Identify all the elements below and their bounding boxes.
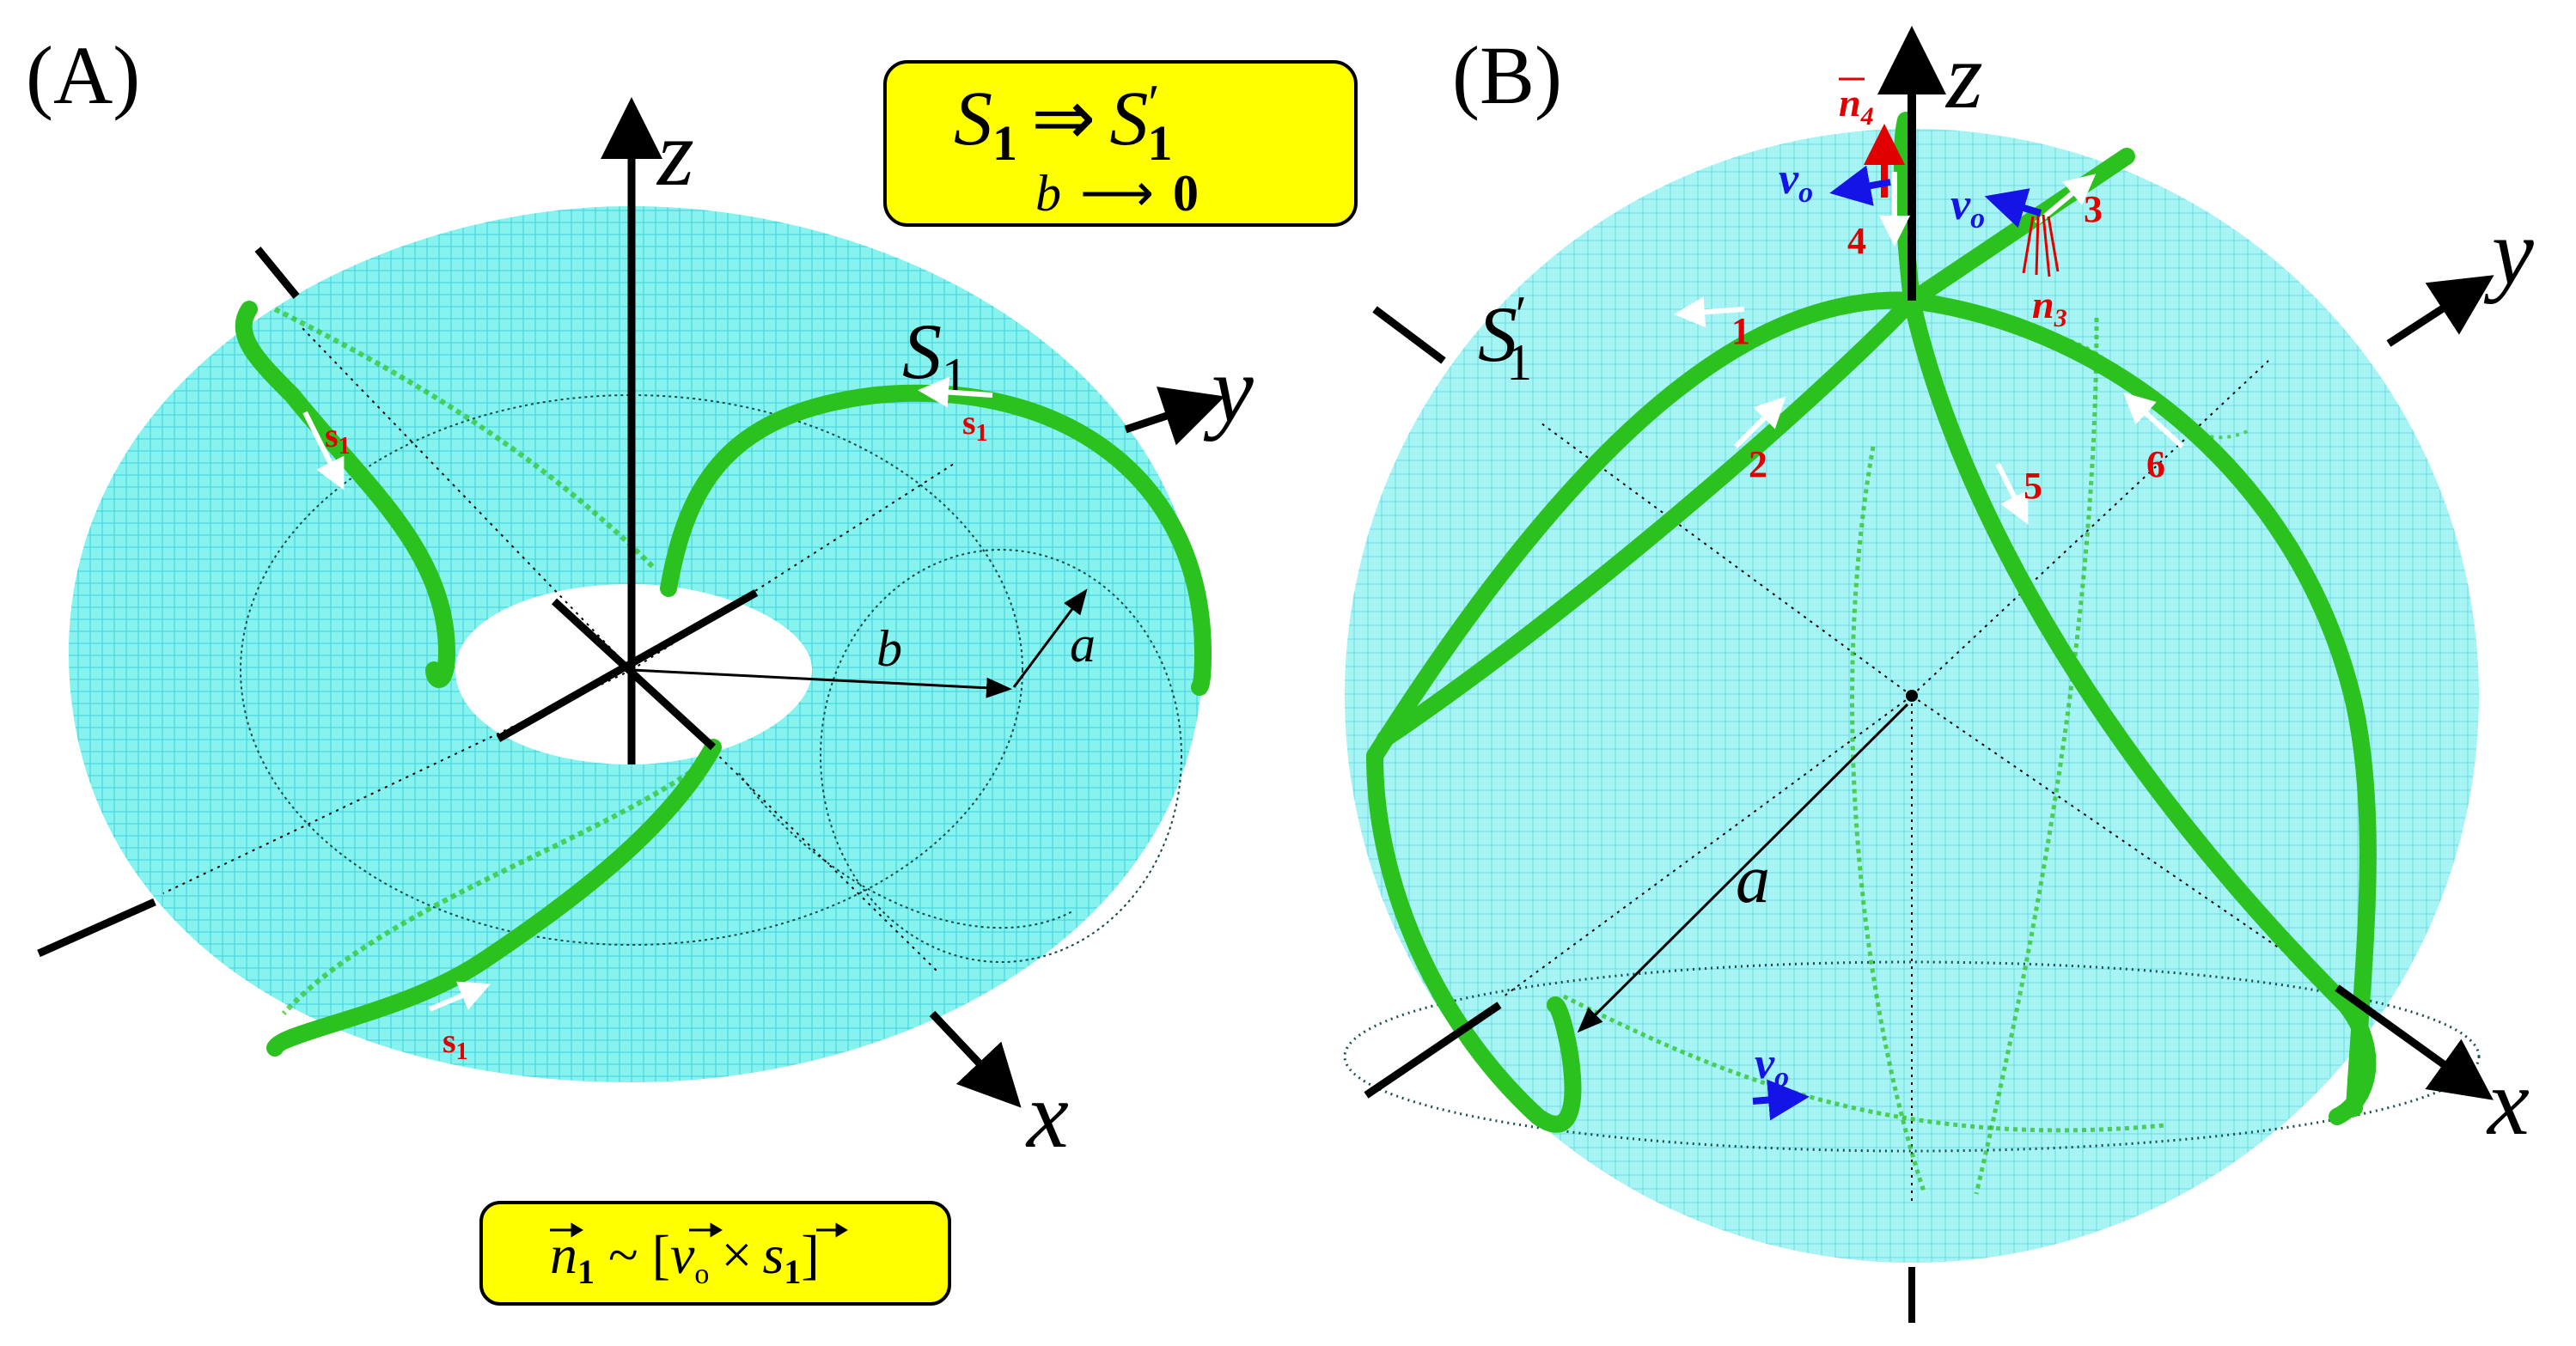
transform-box: S1⇒S′1 b⟶0 xyxy=(883,60,1358,227)
b-z-axis-label: z xyxy=(1944,23,1983,128)
segment-number-4: 4 xyxy=(1847,220,1866,262)
sphere-curve-back-3 xyxy=(1562,994,2166,1133)
normal-relation-text: n1~[vo×s1] xyxy=(550,1224,820,1291)
panel-b-label: (B) xyxy=(1452,29,1562,121)
panel-a-label: (A) xyxy=(26,29,140,121)
segment-number-6: 6 xyxy=(2146,443,2165,485)
z-axis-label: z xyxy=(656,100,694,205)
neg-x-axis-hidden xyxy=(300,326,632,671)
curve-s1-2 xyxy=(660,384,1212,696)
curve-s1-back xyxy=(273,307,656,569)
y-axis-label: y xyxy=(1203,337,1254,442)
curve-s1-back-2 xyxy=(281,753,715,1016)
sphere-curve-seg-5 xyxy=(1903,292,2377,1125)
sphere-curve-seg-1 xyxy=(1366,291,1920,764)
spin-label-1: s1 xyxy=(325,416,351,460)
panel-b: (B) z y xyxy=(1343,23,2534,1323)
velocity-arrow-2 xyxy=(1984,188,2042,228)
velocity-label-3: vo xyxy=(1755,1039,1789,1093)
spin-arrow-2 xyxy=(918,376,993,408)
x-axis-label: x xyxy=(1025,1063,1069,1167)
radius-a-label: a xyxy=(1070,616,1096,673)
spin-label-3: s1 xyxy=(443,1021,468,1065)
torus-center-circle xyxy=(240,394,1023,946)
segment-number-1: 1 xyxy=(1731,310,1750,352)
b-y-axis xyxy=(2386,275,2494,347)
normal-label-4: n4 xyxy=(1839,81,1874,131)
sphere-radius-a xyxy=(1577,703,1909,1033)
radius-b-label: b xyxy=(876,620,902,677)
sphere-curve-seg-6 xyxy=(1903,292,2377,1117)
spin-arrow-3 xyxy=(428,981,491,1012)
sphere-curve-seg-2 xyxy=(1377,292,1920,747)
y-axis xyxy=(1124,387,1225,446)
flow-arrow-5 xyxy=(1995,462,2029,525)
segment-number-5: 5 xyxy=(2024,465,2042,507)
torus-inner-guide xyxy=(738,772,1075,929)
flow-arrow-6 xyxy=(2123,392,2185,449)
b-y-axis-label: y xyxy=(2483,199,2534,304)
b-x-axis xyxy=(2335,984,2494,1100)
b-neg-x-stub xyxy=(1372,306,1446,364)
sphere-curve-label: S′1 xyxy=(1478,286,1532,391)
curve-s1-3 xyxy=(266,739,722,1057)
transform-line-1: S1⇒S′1 xyxy=(954,75,1173,171)
radius-b xyxy=(631,668,1012,698)
radius-a xyxy=(1012,588,1088,688)
sphere-curve-seg-7 xyxy=(1366,747,1582,1133)
velocity-arrow-1 xyxy=(1829,165,1891,206)
torus-surface xyxy=(69,206,1203,1082)
flow-arrow-2 xyxy=(1733,396,1786,449)
panel-a: (A) z y x b a xyxy=(26,29,1358,1306)
curve-s1 xyxy=(235,301,455,689)
x-axis xyxy=(929,1010,1022,1108)
neg-x-axis-stub xyxy=(254,247,300,299)
b-x-axis-label: x xyxy=(2486,1050,2530,1154)
velocity-label-1: vo xyxy=(1779,155,1813,209)
sphere-radius-label: a xyxy=(1736,842,1770,917)
sphere-curve-back-4 xyxy=(2027,332,2252,440)
normal-bundle-3 xyxy=(2022,214,2060,277)
velocity-label-2: vo xyxy=(1950,180,1985,234)
spin-arrow-1 xyxy=(302,411,345,490)
x-axis-inner xyxy=(551,598,717,751)
torus-tube-circle xyxy=(820,549,1182,963)
spin-label-2: s1 xyxy=(962,403,988,447)
b-x-hidden xyxy=(1911,695,2338,989)
b-neg-y-stub xyxy=(1364,1002,1502,1099)
normal-relation-box: n1~[vo×s1] xyxy=(479,1201,951,1306)
velocity-arrow-3 xyxy=(1752,1079,1810,1121)
flow-arrow-1 xyxy=(1674,296,1745,328)
flow-arrow-3 xyxy=(2035,174,2097,226)
sphere-curve-back-1 xyxy=(1850,446,1927,1195)
segment-number-3: 3 xyxy=(2084,188,2103,230)
transform-line-2: b⟶0 xyxy=(1035,165,1199,222)
neg-y-axis-stub xyxy=(37,898,156,958)
sphere-center xyxy=(1906,690,1918,702)
segment-number-2: 2 xyxy=(1749,443,1767,485)
normal-label-3: n3 xyxy=(2032,283,2067,332)
